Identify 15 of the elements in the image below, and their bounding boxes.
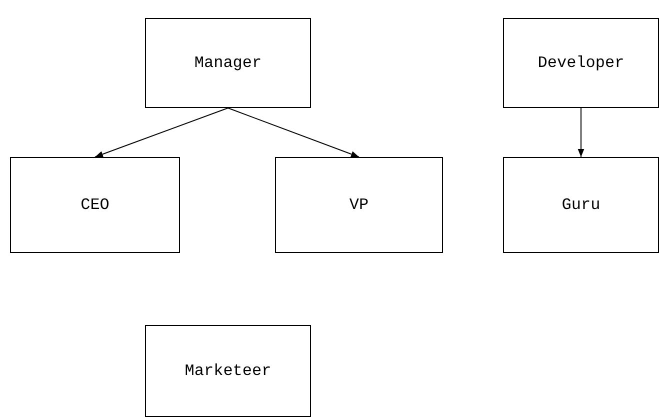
box (275, 157, 443, 253)
box (145, 18, 311, 108)
arrow (578, 108, 584, 158)
node-label: CEO (80, 196, 110, 214)
box (503, 157, 659, 253)
box (145, 325, 311, 417)
node-label: Guru (562, 196, 600, 214)
box (10, 157, 180, 253)
box (503, 18, 659, 108)
node-label: Marketeer (184, 362, 272, 380)
node-label: VP (349, 196, 369, 214)
arrow (94, 108, 228, 158)
node-label: Manager (194, 54, 262, 72)
arrow (228, 108, 360, 158)
node-label: Developer (538, 54, 624, 72)
